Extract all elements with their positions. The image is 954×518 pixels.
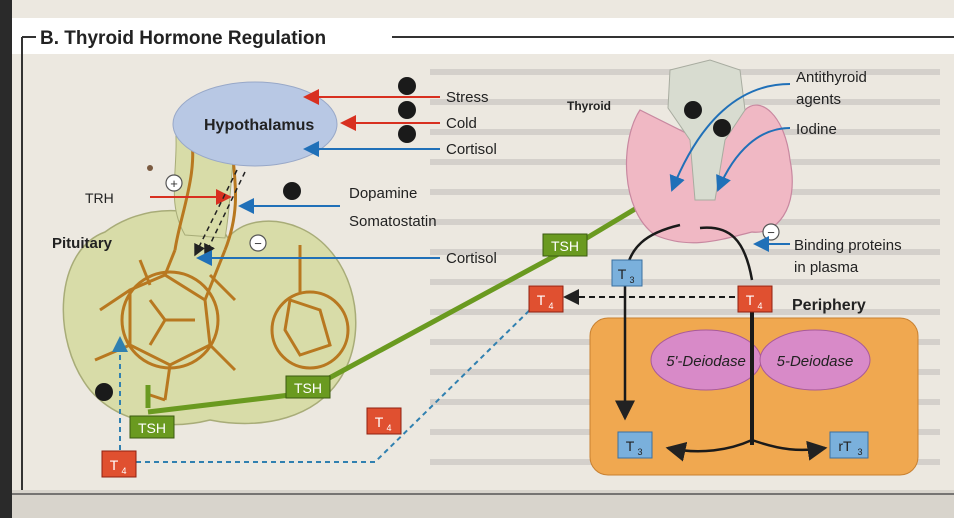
pituitary-label: Pituitary — [52, 235, 113, 252]
binding-label-1: Binding proteins — [794, 237, 902, 254]
iodine-label: Iodine — [796, 121, 837, 138]
diagram-title: B. Thyroid Hormone Regulation — [40, 28, 326, 49]
cortisol2-label: Cortisol — [446, 250, 497, 267]
tsh-box-2: TSH — [286, 376, 330, 398]
rt3-sub: 3 — [857, 447, 862, 457]
tsh-1-text: TSH — [138, 420, 166, 436]
stress-label: Stress — [446, 89, 489, 106]
antithyroid-label-2: agents — [796, 91, 841, 108]
t3-2-sub: 3 — [637, 447, 642, 457]
t4-3-main: T — [746, 292, 755, 308]
periphery-label: Periphery — [792, 297, 866, 314]
tsh-box-3: TSH — [543, 234, 587, 256]
t4-box-pituitary: T 4 — [102, 451, 136, 477]
pituitary-feedback-dot — [95, 383, 113, 401]
small-dot — [147, 165, 153, 171]
t4-4-main: T — [537, 292, 546, 308]
t4-2-main: T — [375, 414, 384, 430]
cortisol2-minus-text: − — [254, 236, 262, 251]
deiodase-left-label: 5'-Deiodase — [666, 353, 746, 370]
t3-box-plasma: T 3 — [612, 260, 642, 286]
dopamine-dot — [283, 182, 301, 200]
binding-minus-text: − — [767, 225, 775, 240]
antithyroid-dot — [684, 101, 702, 119]
cold-dot — [398, 101, 416, 119]
hypothalamus-label: Hypothalamus — [204, 117, 314, 134]
t4-box-periphery: T 4 — [738, 286, 772, 312]
tsh-box-1: TSH — [130, 416, 174, 438]
t3-box-output: T 3 — [618, 432, 652, 458]
tsh-2-text: TSH — [294, 380, 322, 396]
cortisol-label: Cortisol — [446, 141, 497, 158]
binding-label-2: in plasma — [794, 259, 859, 276]
t3-1-main: T — [618, 266, 627, 282]
cold-label: Cold — [446, 115, 477, 132]
dopamine-label: Dopamine — [349, 185, 417, 202]
page-left-edge — [0, 0, 12, 518]
tsh-3-text: TSH — [551, 238, 579, 254]
t3-1-sub: 3 — [629, 275, 634, 285]
stress-dot — [398, 77, 416, 95]
t4-box-mid: T 4 — [367, 408, 401, 434]
rt3-main: rT — [838, 438, 852, 454]
t4-box-left: T 4 — [529, 286, 563, 312]
t4-1-main: T — [110, 457, 119, 473]
t4-3-sub: 4 — [757, 301, 762, 311]
t4-4-sub: 4 — [548, 301, 553, 311]
trh-plus-text: + — [170, 176, 178, 191]
t3-2-main: T — [626, 438, 635, 454]
somatostatin-label: Somatostatin — [349, 213, 437, 230]
t4-1-sub: 4 — [121, 466, 126, 476]
trh-label: TRH — [85, 190, 114, 206]
cortisol-dot — [398, 125, 416, 143]
iodine-dot — [713, 119, 731, 137]
rt3-box-output: rT 3 — [830, 432, 868, 458]
antithyroid-label-1: Antithyroid — [796, 69, 867, 86]
t4-2-sub: 4 — [386, 423, 391, 433]
deiodase-right-label: 5-Deiodase — [777, 353, 854, 370]
thyroid-label: Thyroid — [567, 99, 611, 113]
